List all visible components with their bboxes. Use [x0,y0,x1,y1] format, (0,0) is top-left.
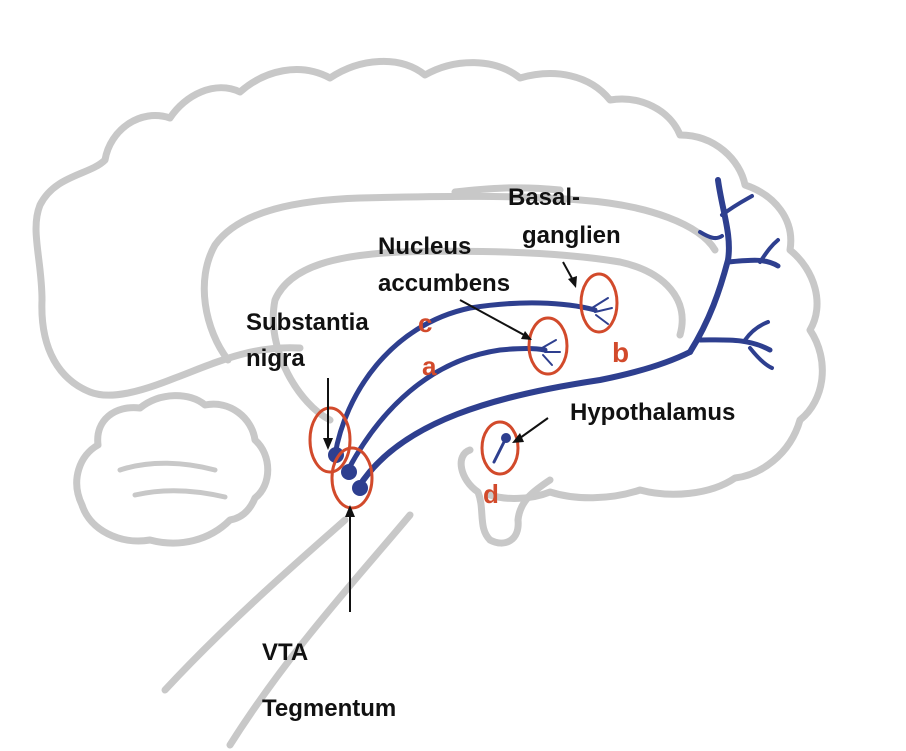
pathway-label-c: c [418,308,432,338]
arrow-hypothalamus [519,417,549,439]
label-tegmentum: Tegmentum [262,695,396,722]
highlights [308,272,619,510]
label-nucleus-line2: accumbens [378,270,510,297]
highlight-basal-ganglia [579,272,619,334]
arrowhead-vta [345,505,355,517]
pathway-nodes [328,433,511,496]
arrowhead-substantia [323,438,333,450]
label-substantia-line2: nigra [246,345,305,372]
arrows [323,261,577,612]
node-vta-1 [341,464,357,480]
arrowhead-basal [568,276,577,288]
label-basal-line1: Basal- [508,184,580,211]
accumbens-terminal [541,339,561,366]
node-substantia-nigra [328,447,344,463]
cerebellum-fold-1 [117,460,218,473]
pathway-label-d: d [483,479,499,509]
cortical-branch-7 [748,346,774,370]
highlight-vta [330,446,374,510]
cortical-branch-2 [698,230,724,241]
brainstem-back [226,511,414,749]
cortical-branch-5 [697,337,773,353]
arrowhead-accumbens [521,331,532,340]
pathway-label-b: b [612,337,629,368]
cerebrum-outline [32,57,826,502]
brain-outline [32,57,826,749]
highlight-nucleus-accumbens [527,316,569,376]
pituitary-stalk [457,446,554,547]
cortical-branch-4 [758,238,780,264]
brainstem-front [161,516,349,694]
highlight-hypothalamus [480,420,520,476]
corpus-callosum-upper [200,192,719,364]
cortical-branch-main [687,177,732,355]
basal-terminal [591,297,613,325]
pathway-label-a: a [422,351,437,381]
pathway-d [492,438,507,464]
pathway-b [355,349,693,491]
cerebellum-fold-2 [132,488,228,500]
highlight-substantia-nigra [308,406,352,474]
node-hypothalamus [501,433,511,443]
cortical-branch-3 [725,257,781,269]
corpus-callosum-lower [269,247,686,424]
cortical-branch-1 [720,194,754,217]
label-hypothalamus: Hypothalamus [570,399,735,426]
label-substantia-line1: Substantia [246,309,369,336]
label-basal-line2: ganglien [522,222,621,249]
pathways [332,177,781,491]
cortical-branch-6 [743,320,770,342]
cerebellum-outline [73,392,272,547]
node-vta-2 [352,480,368,496]
arrowhead-hypothalamus [512,433,524,443]
label-vta: VTA [262,639,308,666]
labels: Basal- ganglien Nucleus accumbens Substa… [246,184,735,722]
pathway-c [332,300,598,458]
upper-groove [451,184,564,196]
arrow-accumbens [459,299,527,337]
label-nucleus-line1: Nucleus [378,233,471,260]
